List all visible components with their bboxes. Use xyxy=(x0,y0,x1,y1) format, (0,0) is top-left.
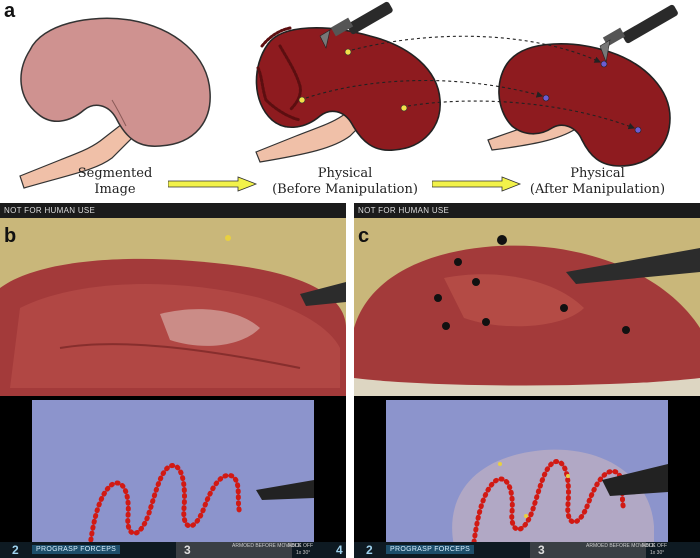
status-bar: 2 PROGRASP FORCEPS 3 ARMOED BEFORE MOVAB… xyxy=(354,542,700,558)
zoom-angle: 1x 30° xyxy=(296,550,311,556)
status-small-text: ARMOED BEFORE MOVABLE xyxy=(586,543,656,549)
panel-label-a: a xyxy=(4,0,16,22)
correspondence-arrows xyxy=(305,35,636,130)
status-divider xyxy=(176,542,292,558)
status-bar: 2 PROGRASP FORCEPS 3 ARMOED BEFORE MOVAB… xyxy=(0,542,346,558)
panel-b: NOT FOR HUMAN USE 2 PROGRASP FORCEPS 3 A… xyxy=(0,203,346,558)
simulation-view xyxy=(354,396,700,558)
endoscope-view xyxy=(0,218,346,396)
caption-line: (After Manipulation) xyxy=(529,182,666,197)
status-small-text: ARMOED BEFORE MOVABLE xyxy=(232,543,302,549)
caption-line: Image xyxy=(94,182,136,197)
arm-number: 4 xyxy=(336,543,343,557)
panel-a: a xyxy=(0,0,700,200)
panel-label-b: b xyxy=(4,225,17,247)
warning-banner: NOT FOR HUMAN USE xyxy=(0,203,346,218)
arm-number: 3 xyxy=(538,543,545,557)
lock-status: LOCK OFF xyxy=(288,543,314,549)
arm-number: 3 xyxy=(184,543,191,557)
lock-status: LOCK OFF xyxy=(642,543,668,549)
simulation-view xyxy=(0,396,346,558)
segmented-kidney xyxy=(19,17,211,189)
panel-a-illustration xyxy=(19,1,678,189)
caption-segmented-image: Segmented Image xyxy=(60,166,170,198)
caption-physical-after: Physical (After Manipulation) xyxy=(520,166,675,198)
process-arrow-icon xyxy=(432,176,522,192)
caption-physical-before: Physical (Before Manipulation) xyxy=(265,166,425,198)
physical-after-kidney xyxy=(487,4,678,167)
robotic-tool-icon xyxy=(599,4,678,64)
robotic-tool-icon xyxy=(319,1,393,49)
status-divider xyxy=(530,542,646,558)
warning-banner: NOT FOR HUMAN USE xyxy=(354,203,700,218)
zoom-angle: 1x 30° xyxy=(650,550,665,556)
caption-line: Physical xyxy=(570,166,625,181)
process-arrow-icon xyxy=(168,176,258,192)
panel-c: NOT FOR HUMAN USE 2 PROGRASP FORCEPS 3 A… xyxy=(354,203,700,558)
caption-line: Physical xyxy=(317,166,373,181)
arm-number: 2 xyxy=(366,543,373,557)
caption-line: Segmented xyxy=(77,166,153,181)
panel-label-c: c xyxy=(358,225,370,247)
physical-before-kidney xyxy=(255,1,441,163)
caption-line: (Before Manipulation) xyxy=(272,182,418,197)
arm-number: 2 xyxy=(12,543,19,557)
instrument-label: PROGRASP FORCEPS xyxy=(386,545,475,554)
instrument-label: PROGRASP FORCEPS xyxy=(32,545,121,554)
endoscope-view xyxy=(354,218,700,396)
